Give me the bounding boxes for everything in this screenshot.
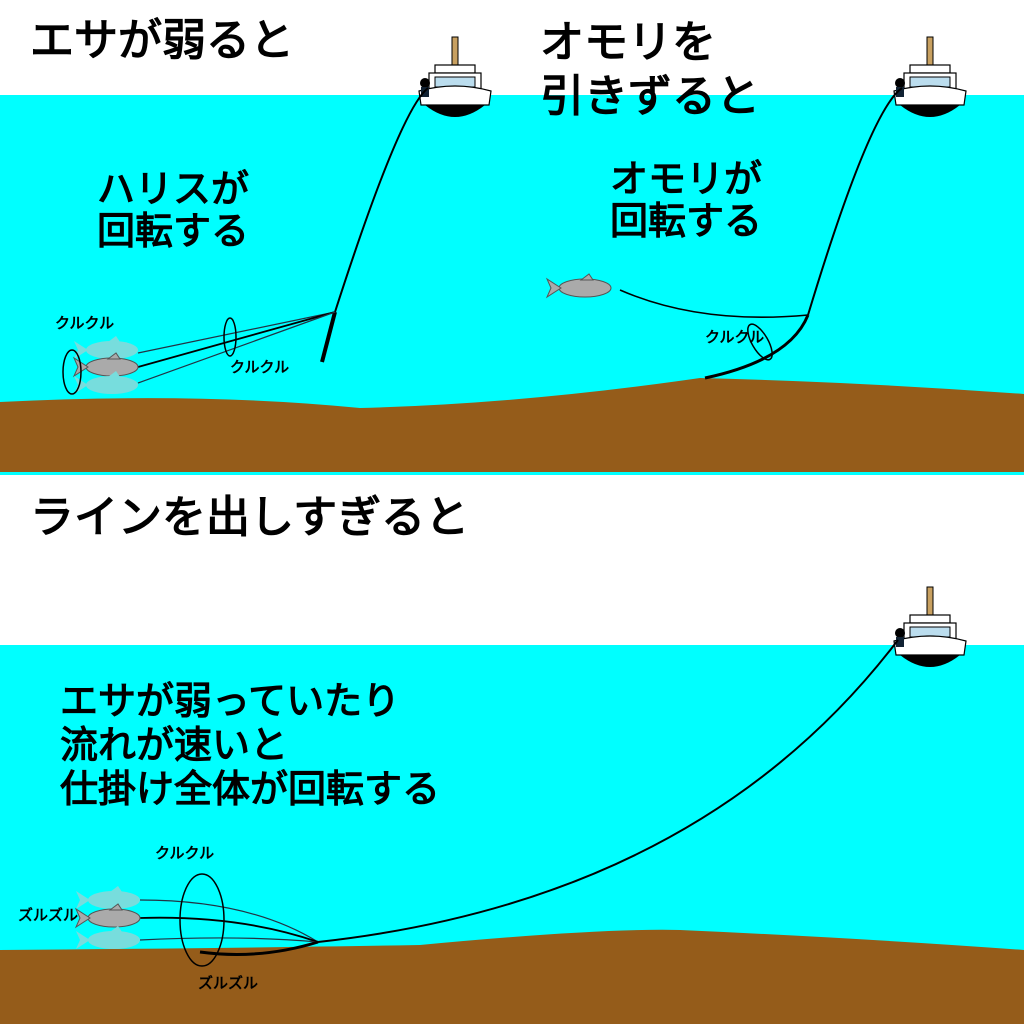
label-kurukuru: クルクル [230, 358, 290, 376]
panel1-caption-2: 回転する [97, 209, 250, 253]
rotation-arrow-icon [179, 873, 225, 967]
seabed-top [0, 378, 1024, 472]
weight-icon [199, 940, 319, 956]
main-line [334, 87, 429, 313]
main-line [317, 639, 899, 943]
panel3-caption-1: エサが弱っていたり [60, 679, 401, 723]
label-kurukuru: クルクル [55, 314, 115, 332]
panel1-title: エサが弱ると [30, 15, 294, 66]
label-kurukuru: クルクル [705, 328, 765, 346]
panel3-title: ラインを出しすぎると [30, 492, 470, 543]
boat-icon [893, 36, 967, 118]
panel2-caption-2: 回転する [610, 199, 763, 243]
panel2-caption-1: オモリが [610, 157, 763, 201]
rotation-arrow-icon [223, 317, 237, 357]
main-line [807, 87, 903, 316]
water-bottom [0, 645, 1024, 965]
rotation-arrow-icon [747, 323, 773, 361]
panel1-caption-1: ハリスが [97, 167, 250, 211]
boat-icon [893, 586, 967, 668]
label-kurukuru: クルクル [155, 844, 215, 862]
panel3-caption-3: 仕掛け全体が回転する [60, 767, 441, 811]
label-zuruzuru: ズルズル [198, 974, 259, 992]
rotation-arrow-icon [62, 349, 82, 395]
panel2-title-1: オモリを [540, 17, 716, 68]
boat-icon [418, 36, 492, 118]
panel3-caption-2: 流れが速いと [60, 723, 289, 767]
label-zuruzuru: ズルズル [18, 906, 79, 924]
panel2-title-2: 引きずると [540, 71, 760, 122]
weight-icon [320, 311, 337, 363]
weight-icon [704, 314, 810, 380]
